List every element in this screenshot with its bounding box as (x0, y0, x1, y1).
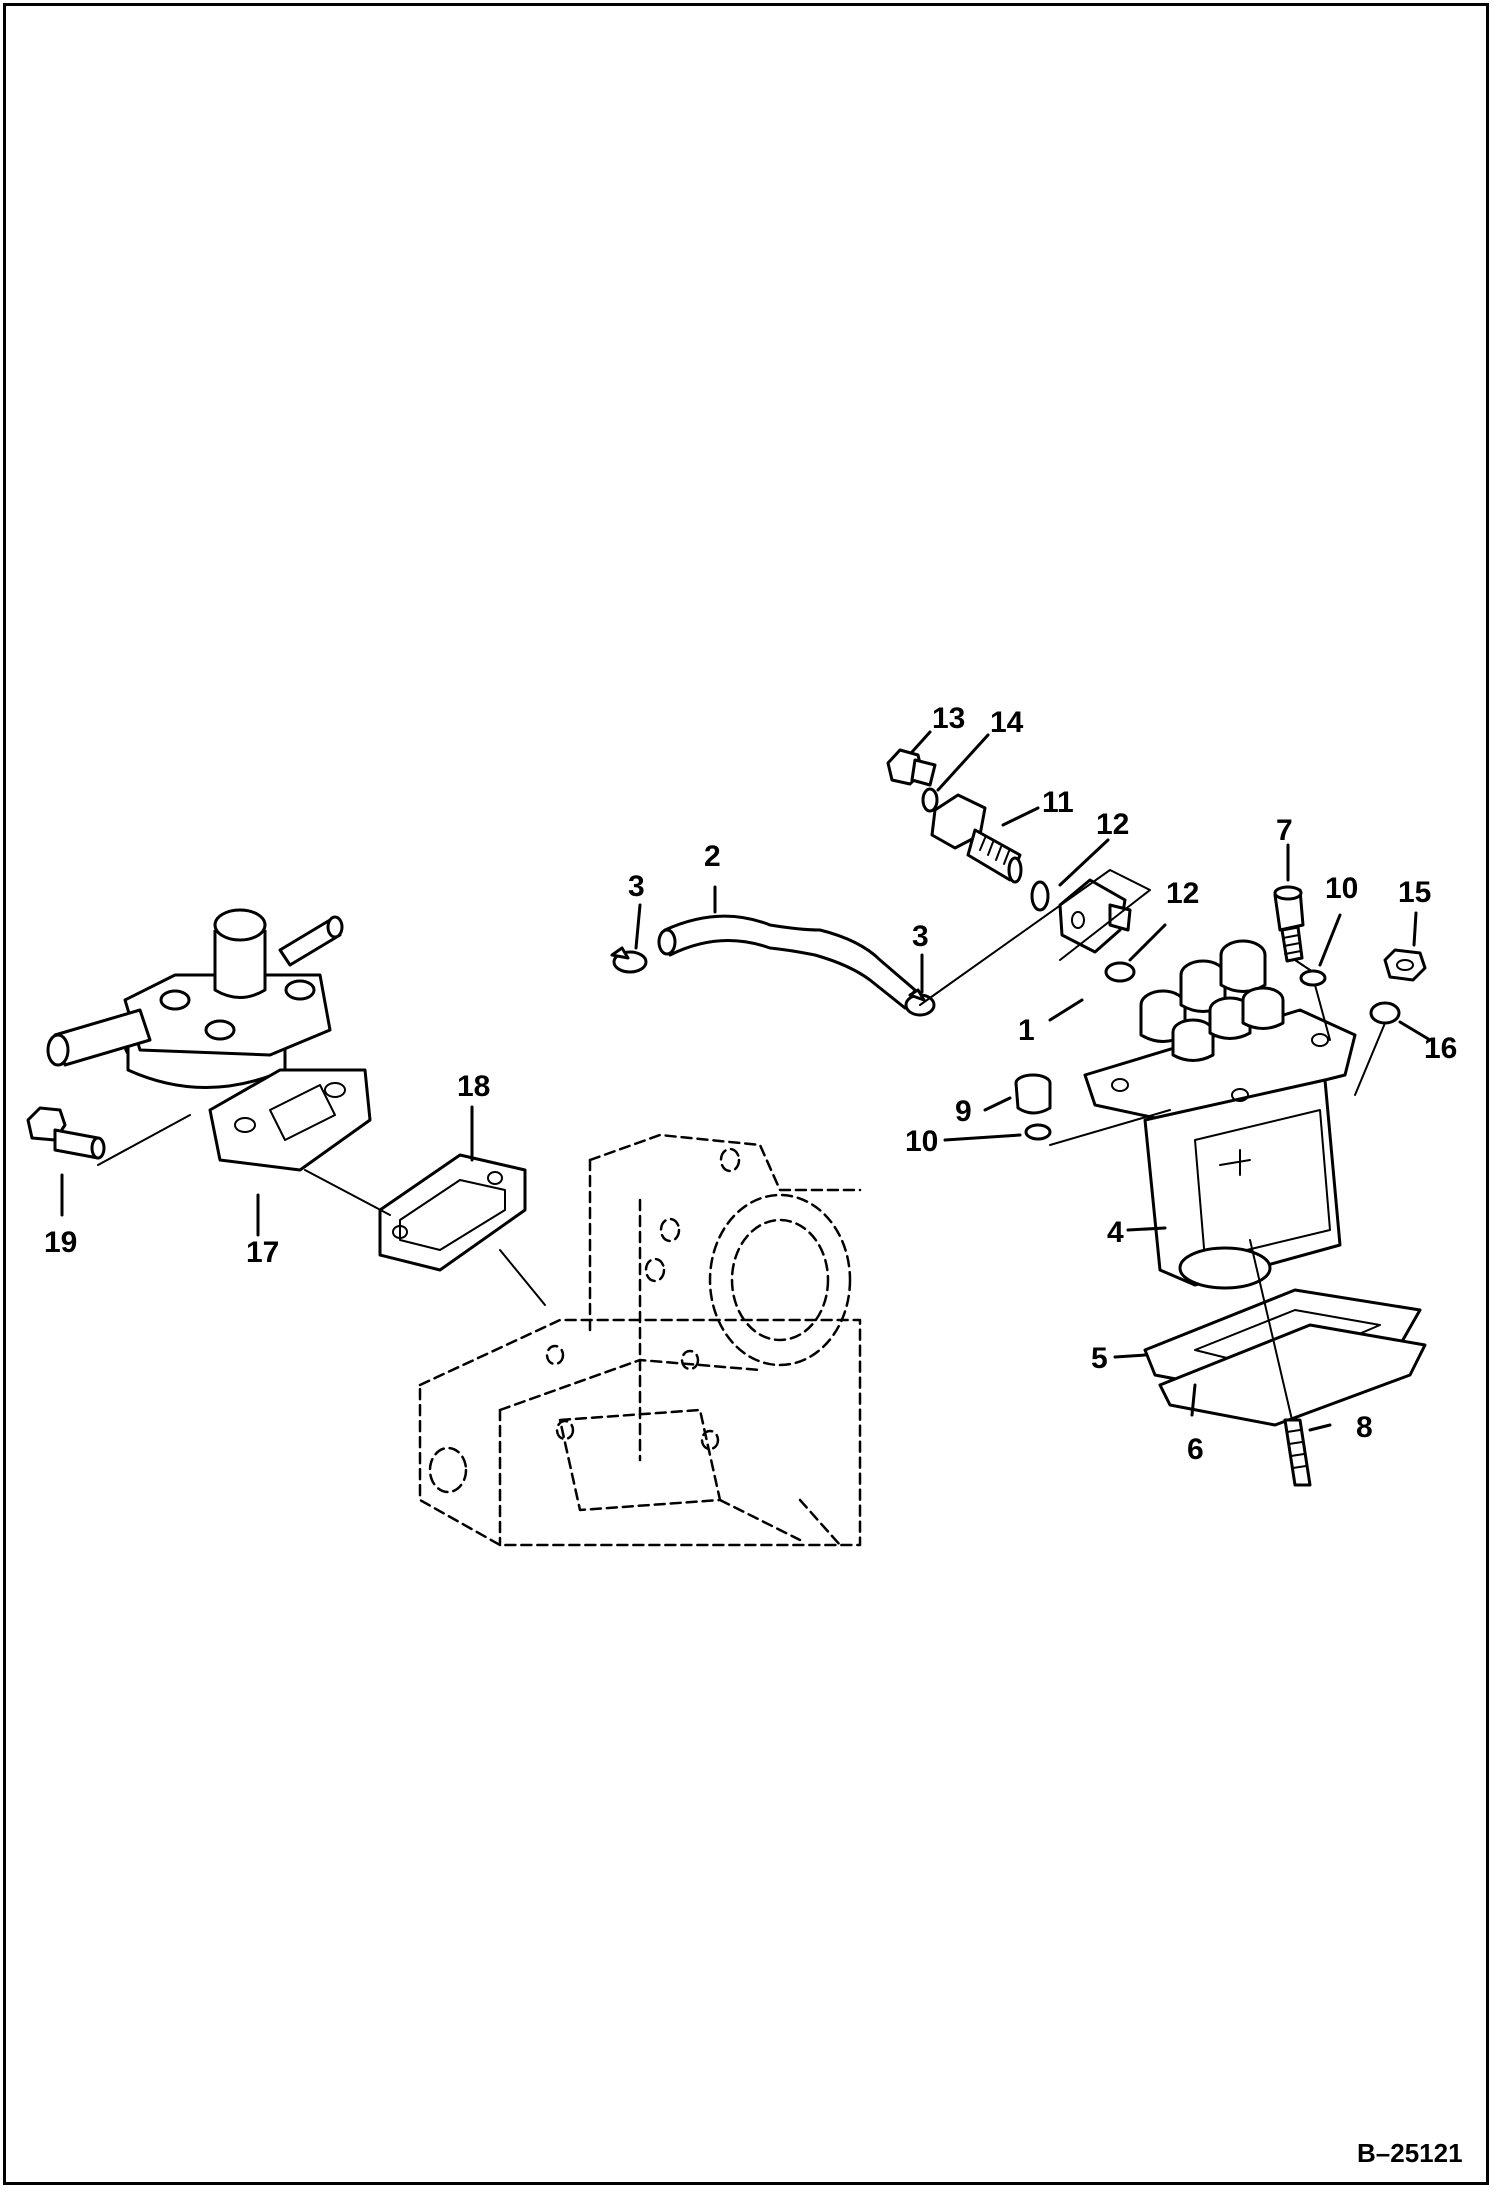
callout-14: 14 (990, 706, 1024, 739)
figure-reference-code: B–25121 (1357, 2138, 1463, 2168)
callout-8: 8 (1356, 1411, 1373, 1444)
callout-17: 17 (246, 1236, 279, 1269)
washer-16 (1369, 1001, 1401, 1025)
pump-element-3 (1219, 939, 1267, 993)
callout-9: 9 (955, 1095, 972, 1128)
banjo-bolt-19 (26, 1106, 106, 1160)
fitting-1 (1058, 878, 1132, 954)
pump-gasket-6 (1158, 1323, 1427, 1427)
callout-3-right: 3 (912, 920, 929, 953)
callout-2: 2 (704, 840, 721, 873)
callout-labels: 13 14 11 12 12 2 3 3 1 7 10 15 16 9 10 4… (44, 702, 1457, 1466)
callout-12-lower: 12 (1166, 877, 1199, 910)
pump-gasket (378, 1153, 527, 1272)
pump-element-4 (1171, 1018, 1215, 1062)
plug-15 (1383, 948, 1427, 982)
callout-4: 4 (1107, 1216, 1124, 1249)
callout-1: 1 (1018, 1014, 1035, 1047)
pump-element-5 (1208, 996, 1252, 1040)
washer-10-lower (1024, 1123, 1052, 1141)
washer-10-upper (1299, 969, 1327, 987)
injection-pump (1083, 939, 1357, 1290)
engine-block-outline (418, 1133, 862, 1547)
callout-7: 7 (1276, 814, 1293, 847)
callout-18: 18 (457, 1070, 490, 1103)
callout-13: 13 (932, 702, 965, 735)
callout-10-upper: 10 (1325, 872, 1358, 905)
callout-5: 5 (1091, 1342, 1108, 1375)
callout-6: 6 (1187, 1433, 1204, 1466)
washer-14 (921, 787, 939, 813)
bolt-13 (886, 748, 937, 787)
nut-9 (1014, 1073, 1052, 1115)
fuel-hose (657, 914, 917, 1010)
hose-clamp-left (610, 946, 648, 974)
stud-8 (1283, 1418, 1312, 1487)
hose-clamp-right (904, 988, 936, 1017)
bolt-7 (1273, 885, 1305, 963)
callout-3-left: 3 (628, 870, 645, 903)
callout-12-upper: 12 (1096, 808, 1129, 841)
callout-16: 16 (1424, 1032, 1457, 1065)
hollow-bolt-11 (930, 793, 1023, 884)
fuel-feed-pump (46, 908, 372, 1172)
callout-10-lower: 10 (905, 1125, 938, 1158)
callout-11: 11 (1042, 786, 1074, 819)
washer-12-lower (1104, 961, 1136, 983)
leader-lines (60, 730, 1432, 1432)
callout-19: 19 (44, 1226, 77, 1259)
callout-15: 15 (1398, 876, 1431, 909)
pump-element-6 (1241, 986, 1285, 1030)
washer-12-upper (1030, 880, 1050, 912)
